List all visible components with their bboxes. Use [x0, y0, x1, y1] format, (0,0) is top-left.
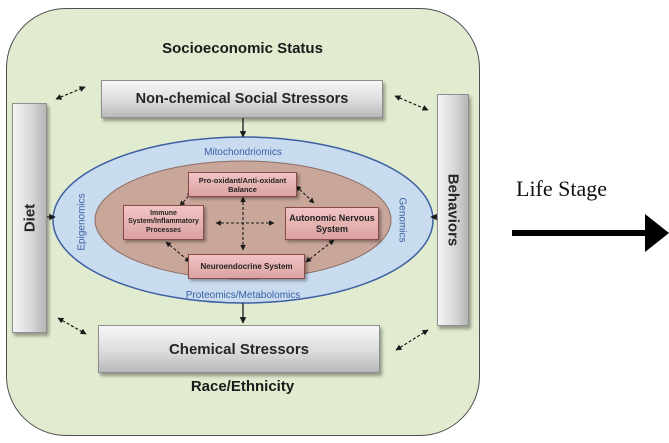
- proteomics-metabolomics-label: Proteomics/Metabolomics: [185, 290, 301, 301]
- autonomic-neuroendocrine-arrow: [305, 239, 335, 263]
- immune-neuroendocrine-arrow: [165, 241, 191, 263]
- diet-box: [12, 103, 47, 333]
- autonomic-nervous-system-box: Autonomic Nervous System: [285, 207, 379, 240]
- mitochondriomics-label: Mitochondriomics: [204, 147, 282, 158]
- epigenomics-label: Epigenomics: [76, 193, 88, 251]
- life-stage-arrow-head: [645, 214, 669, 252]
- non-chemical-social-stressors-box: Non-chemical Social Stressors: [101, 80, 383, 118]
- pro-oxidant-anti-oxidant-box: Pro-oxidant/Anti-oxidant Balance: [188, 172, 297, 197]
- life-stage-label: Life Stage: [516, 176, 608, 201]
- socioeconomic-status-label: Socioeconomic Status: [162, 40, 323, 57]
- neuroendocrine-system-box: Neuroendocrine System: [188, 254, 305, 279]
- genomics-label: Genomics: [396, 197, 408, 243]
- diet-social-arrow: [55, 86, 86, 100]
- race-ethnicity-label: Race/Ethnicity: [190, 378, 295, 395]
- immune-inflammatory-box: Immune System/Inflammatory Processes: [123, 205, 204, 240]
- chemical-behaviors-arrow: [395, 329, 429, 351]
- diet-chemical-arrow: [57, 317, 87, 335]
- chemical-stressors-box: Chemical Stressors: [98, 325, 380, 373]
- social-behaviors-arrow: [394, 95, 429, 111]
- behaviors-box: [437, 94, 469, 326]
- oxidant-autonomic-arrow: [295, 185, 315, 204]
